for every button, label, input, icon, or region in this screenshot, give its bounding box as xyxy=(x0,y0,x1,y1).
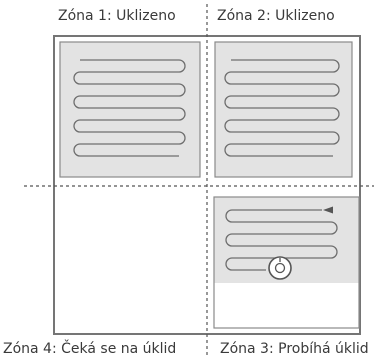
zone-2-cleaned-area xyxy=(214,41,353,178)
zone-4[interactable] xyxy=(55,186,203,333)
zone-1-label: Zóna 1: Uklizeno xyxy=(58,8,176,24)
zone-3-cleaning-path xyxy=(225,209,338,271)
zone-1-cleaned-area xyxy=(59,41,201,178)
zone-1-cleaning-path xyxy=(73,59,186,157)
zone-3-border xyxy=(213,196,360,329)
robot-vacuum-icon xyxy=(268,256,292,280)
zone-2[interactable] xyxy=(214,41,353,178)
zone-4-label: Zóna 4: Čeká se na úklid xyxy=(3,341,177,357)
zone-3-label: Zóna 3: Probíhá úklid xyxy=(220,341,369,357)
zone-2-cleaning-path xyxy=(224,59,340,157)
zone-2-label: Zóna 2: Uklizeno xyxy=(217,8,335,24)
direction-arrow-icon xyxy=(323,206,333,214)
zone-3[interactable] xyxy=(213,196,360,329)
zone-1[interactable] xyxy=(59,41,201,178)
